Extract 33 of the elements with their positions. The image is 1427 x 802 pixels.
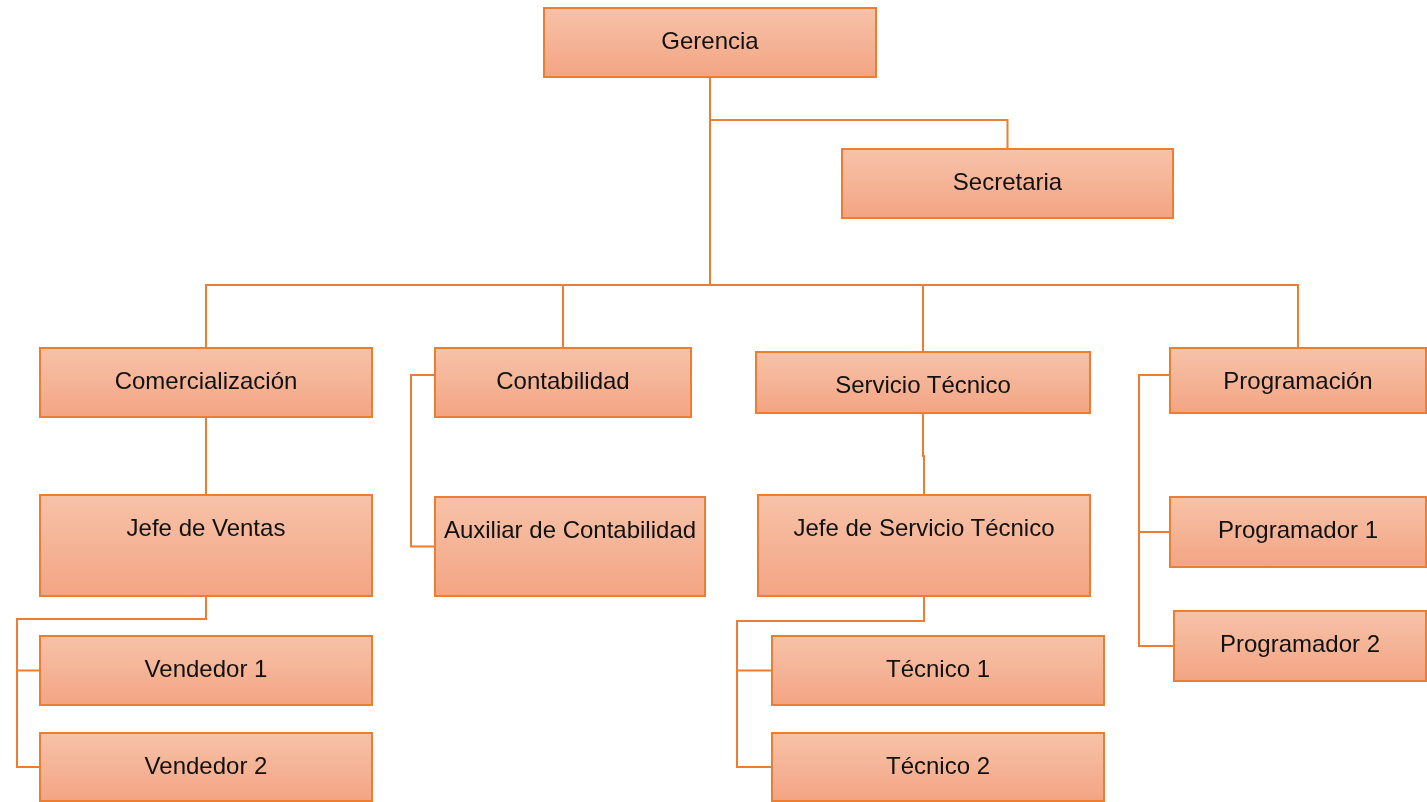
box-label: Auxiliar de Contabilidad [442,515,698,545]
org-box [841,148,1174,219]
box-label: Vendedor 1 [143,654,269,684]
box-label: Programación [1222,366,1374,396]
box-label: Servicio Técnico [834,370,1012,400]
box-label: Jefe de Ventas [125,513,287,543]
org-box [543,7,877,78]
box-label: Contabilidad [495,366,631,396]
org-box [771,732,1105,802]
box-label: Jefe de Servicio Técnico [792,513,1056,543]
org-box [434,347,692,418]
org-box [39,494,373,597]
org-box [1173,610,1427,682]
org-box [757,494,1091,597]
box-label: Gerencia [660,26,760,56]
connector-line [1138,374,1174,647]
box-label: Técnico 2 [884,751,992,781]
box-label: Programador 1 [1216,515,1380,545]
box-label: Técnico 1 [884,654,992,684]
org-box [39,635,373,706]
org-box [1169,496,1427,568]
box-label: Vendedor 2 [143,751,269,781]
box-label: Comercialización [113,366,299,396]
connector-line [410,374,435,548]
org-box [39,732,373,802]
connector-line [922,413,925,495]
org-box [39,347,373,418]
org-box [771,635,1105,706]
org-box [1169,347,1427,414]
box-label: Secretaria [951,167,1064,197]
org-box [755,351,1091,414]
org-box [434,496,706,597]
box-label: Programador 2 [1218,629,1382,659]
